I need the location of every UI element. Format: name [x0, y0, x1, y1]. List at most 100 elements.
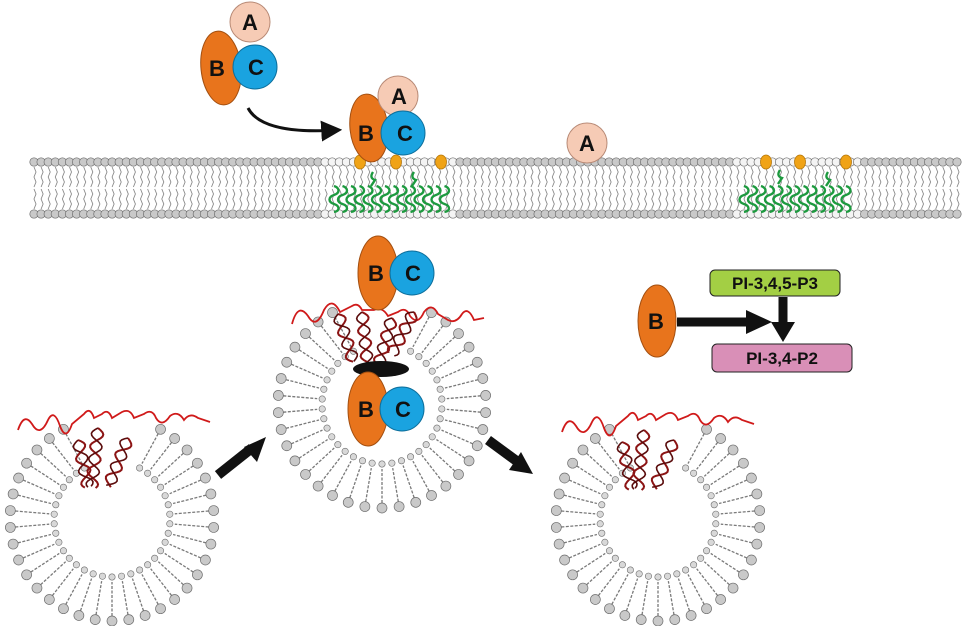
vesicle-lipid-tail: [291, 363, 323, 379]
vesicle-lipid-head: [7, 488, 19, 500]
raft-kinked-tail: [411, 171, 418, 187]
curved-arrow-icon: [246, 107, 343, 142]
vesicle-lipid-head: [50, 520, 58, 528]
vesicle-lipid-head: [463, 455, 475, 467]
lipid-tail: [409, 166, 413, 188]
raft-lipid-tail: [789, 184, 801, 214]
vesicle-lipid-tail: [22, 479, 55, 495]
subunit-c-shape: [389, 250, 435, 296]
lipid-tail: [175, 166, 179, 188]
lipid-tail: [949, 166, 953, 188]
vesicle-lipid-head: [438, 405, 446, 413]
lipid-tail: [629, 188, 633, 210]
lipid-tail: [61, 166, 65, 188]
vesicle-lipid-tail: [17, 533, 52, 544]
lipid-tail: [573, 166, 577, 188]
vesicle-lipid-tail: [568, 543, 601, 559]
lipid-tail: [132, 188, 136, 210]
vesicle-lipid-head: [697, 476, 705, 484]
vesicle-lipid-head: [44, 433, 55, 444]
vesicle-lipid-tail: [561, 523, 596, 528]
vesicle-lipid-head: [275, 373, 287, 384]
raft-kinked-tail: [825, 171, 832, 187]
subunit-b-label: B: [209, 56, 225, 81]
vesicle-lipid-head: [559, 554, 570, 566]
lipid-tail: [232, 188, 236, 210]
vesicle-lipid-tail: [40, 561, 67, 586]
vesicle-lipid-head: [710, 529, 718, 537]
lipid-tail: [544, 188, 548, 210]
vesicle-lipid-head: [567, 569, 578, 581]
vesicle-lipid-head: [690, 469, 698, 477]
phosphoinositide-head: [390, 154, 402, 170]
lipid-tail: [892, 188, 896, 210]
vesicle-lipid-head: [438, 395, 446, 403]
vesicle-lipid-head: [715, 594, 726, 605]
lipid-tail: [225, 166, 229, 188]
lipid-tail: [381, 166, 385, 188]
lipid-tail: [629, 166, 633, 188]
lipid-tail: [161, 166, 165, 188]
lipid-tail: [956, 166, 960, 188]
vesicle-lipid-head: [433, 424, 441, 432]
lipid-tail: [878, 166, 882, 188]
lipid-tail: [835, 166, 839, 188]
subunit-b-shape: [637, 284, 677, 358]
raft-lipid-tail: [413, 184, 425, 214]
lipid-tail: [118, 166, 122, 188]
vesicle-lipid-head: [200, 554, 211, 566]
lipid-tail: [729, 166, 733, 188]
vesicle-lipid-head: [4, 505, 16, 516]
vesicle-lipid-tail: [611, 574, 629, 605]
vesicle-lipid-head: [701, 423, 712, 435]
raft-lipid-tail: [780, 184, 793, 214]
vesicle-lipid-head: [605, 483, 613, 491]
vesicle-lipid-tail: [79, 578, 93, 611]
lipid-tail: [274, 166, 278, 188]
vesicle-lipid-head: [422, 441, 430, 449]
vesicle-lipid-head: [52, 501, 60, 509]
vesicle-lipid-head: [393, 501, 405, 512]
vesicle-lipid-head: [359, 457, 367, 465]
complex-bc-inner: B C: [347, 371, 425, 447]
subunit-c-label: C: [248, 55, 264, 80]
lipid-tail: [551, 166, 555, 188]
lipid-tail: [615, 166, 619, 188]
lipid-tail: [842, 166, 846, 188]
vesicle-lipid-tail: [715, 543, 748, 559]
lipid-tail: [672, 166, 676, 188]
raft-lipid-tail: [353, 184, 366, 214]
helix-strand: [631, 429, 649, 490]
pip3-box: [709, 269, 841, 297]
vesicle-lipid-tail: [597, 568, 620, 596]
vesicle-lipid-head: [89, 614, 101, 625]
vesicle-lipid-tail: [131, 578, 145, 611]
lipid-tail: [700, 166, 704, 188]
vesicle-lipid-tail: [51, 568, 74, 596]
vesicle-lipid-head: [738, 569, 749, 581]
raft-lipid-tail: [336, 184, 349, 214]
lipid-tail: [402, 166, 406, 188]
vesicle-lipid-head: [463, 341, 475, 353]
vesicle-lipid-head: [323, 376, 331, 384]
vesicle-lipid-tail: [429, 336, 456, 361]
vesicle-lipid-tail: [283, 395, 318, 400]
lipid-tail: [104, 166, 108, 188]
peptide-chain: [17, 409, 211, 435]
lipid-tail: [566, 188, 569, 210]
lipid-tail: [140, 188, 143, 210]
lipid-tail: [686, 188, 690, 210]
vesicle-lipid-head: [59, 483, 67, 491]
vesicle-lipid-head: [341, 447, 349, 455]
lipid-tail: [140, 166, 143, 188]
vesicle-lipid-tail: [586, 452, 613, 477]
vesicle-lipid-head: [611, 476, 619, 484]
vesicle-lipid-head: [151, 554, 159, 562]
helix-strand: [106, 437, 129, 487]
subunit-c-label: C: [405, 261, 421, 286]
vesicle-lipid-tail: [710, 465, 740, 486]
lipid-tail: [97, 166, 101, 188]
vesicle-lipid-head: [635, 614, 647, 625]
vesicle-lipid-tail: [169, 543, 202, 559]
lipid-tail: [97, 188, 101, 210]
